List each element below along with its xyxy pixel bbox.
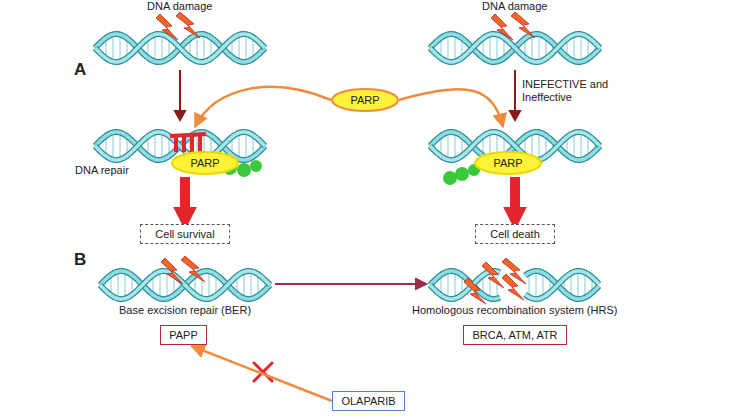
label-box: Cell death (475, 224, 555, 244)
pathway-arrow (275, 279, 426, 289)
node-text: Cell death (490, 228, 540, 240)
repair-marks (170, 134, 206, 152)
connector-arrow (195, 87, 331, 127)
panel-letter: B (74, 250, 86, 270)
dna-helices (95, 34, 600, 299)
node-text: BRCA, ATM, ATR (472, 329, 557, 341)
parp-oval: PARP (171, 151, 239, 175)
label-box: PAPP (160, 325, 207, 345)
annotation: DNA damage (147, 0, 212, 12)
label-box: BRCA, ATM, ATR (463, 325, 567, 345)
annotation: Base excision repair (BER) (119, 304, 251, 316)
parp-oval: PARP (474, 151, 542, 175)
label-box: Cell survival (140, 224, 230, 244)
annotation: DNA repair (75, 164, 129, 176)
annotation: INEFECTIVE and Ineffective (522, 78, 614, 104)
annotation: DNA damage (482, 0, 547, 12)
node-text: PAPP (169, 329, 198, 341)
node-text: Cell survival (155, 228, 214, 240)
annotation: Homologous recombination system (HRS) (412, 304, 617, 316)
green-dots (223, 160, 480, 185)
panel-letter: A (74, 60, 86, 80)
connector-arrow (510, 177, 520, 221)
parp-oval: PARP (331, 88, 399, 112)
connector-arrow (180, 177, 190, 221)
connector-arrow (192, 346, 333, 401)
label-box: OLAPARIB (332, 391, 405, 411)
node-text: PARP (190, 157, 219, 169)
node-text: OLAPARIB (341, 395, 395, 407)
node-text: PARP (350, 94, 379, 106)
connector-arrow (399, 89, 503, 127)
node-text: PARP (493, 157, 522, 169)
